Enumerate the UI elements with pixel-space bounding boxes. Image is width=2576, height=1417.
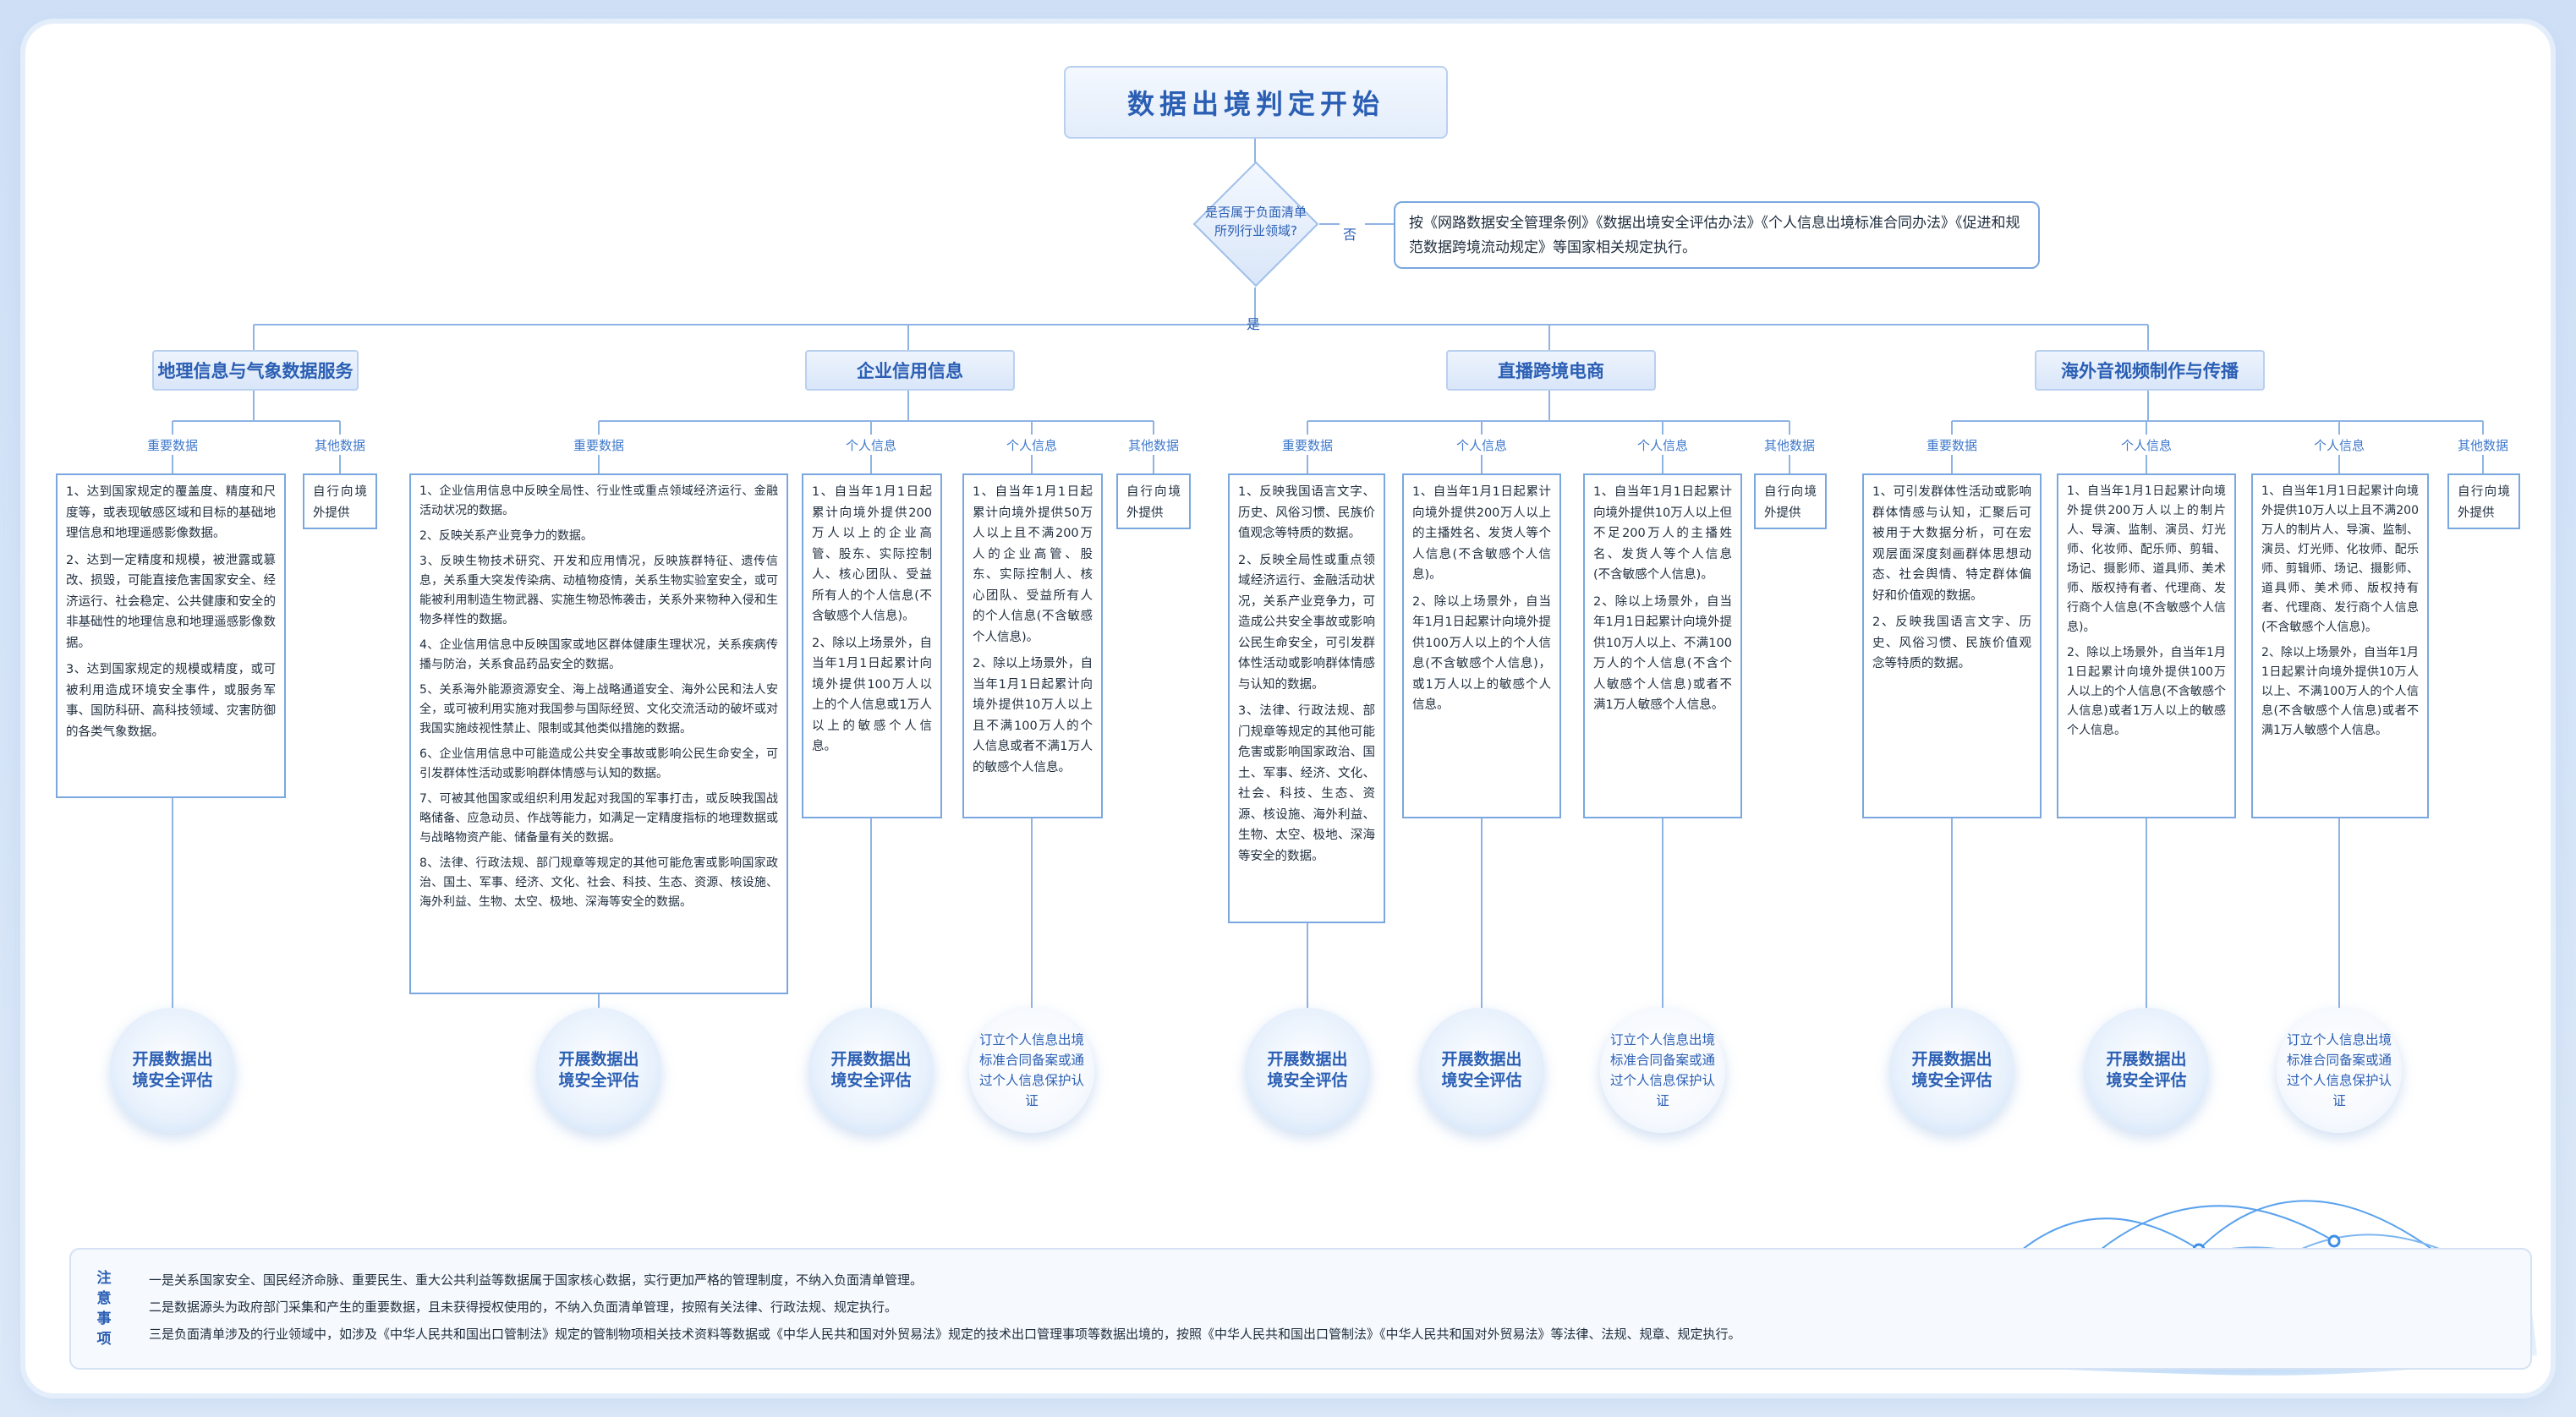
result-security-assessment: 开展数据出境安全评估	[1889, 1008, 2014, 1133]
result-standard-contract: 订立个人信息出境标准合同备案或通过个人信息保护认证	[2277, 1008, 2402, 1133]
rule-item: 3、法律、行政法规、部门规章等规定的其他可能危害或影响国家政治、国土、军事、经济…	[1238, 704, 1375, 863]
rule-item: 1、自当年1月1日起累计向境外提供10万人以上且不满200万人的制片人、导演、监…	[2261, 484, 2419, 634]
rule-item: 自行向境外提供	[1764, 485, 1817, 520]
rule-item: 2、除以上场景外，自当年1月1日起累计向境外提供10万人以上、不满100万人的个…	[1593, 594, 1732, 713]
decision-question: 是否属于负面清单所列行业领域?	[1205, 205, 1307, 238]
rule-box-credit-important: 1、企业信用信息中反映全局性、行业性或重点领域经济运行、金融活动状况的数据。 2…	[409, 473, 788, 994]
rule-box-av-personal-2: 1、自当年1月1日起累计向境外提供10万人以上且不满200万人的制片人、导演、监…	[2251, 473, 2429, 818]
type-label: 个人信息	[845, 438, 897, 453]
rule-item: 1、自当年1月1日起累计向境外提供50万人以上且不满200万人的企业高管、股东、…	[973, 485, 1093, 644]
decision-diamond	[1192, 161, 1319, 287]
rule-item: 1、自当年1月1日起累计向境外提供200万人以上的主播姓名、发货人等个人信息(不…	[1412, 485, 1551, 582]
rule-box-geo-important: 1、达到国家规定的覆盖度、精度和尺度等，或表现敏感区域和目标的基础地理信息和地理…	[56, 473, 286, 798]
start-title: 数据出境判定开始	[1064, 66, 1448, 139]
rule-item: 2、反映关系产业竞争力的数据。	[419, 529, 593, 543]
result-security-assessment: 开展数据出境安全评估	[1245, 1008, 1370, 1133]
rule-box-credit-personal-2: 1、自当年1月1日起累计向境外提供50万人以上且不满200万人的企业高管、股东、…	[962, 473, 1103, 818]
no-label: 否	[1343, 227, 1357, 243]
no-result-box: 按《网路数据安全管理条例》《数据出境安全评估办法》《个人信息出境标准合同办法》《…	[1394, 201, 2040, 269]
rule-item: 3、反映生物技术研究、开发和应用情况，反映族群特征、遗传信息，关系重大突发传染病…	[419, 555, 778, 626]
rule-item: 2、除以上场景外，自当年1月1日起累计向境外提供100万人以上的个人信息或1万人…	[812, 636, 932, 754]
category-live-ecommerce: 直播跨境电商	[1446, 350, 1656, 391]
rule-item: 自行向境外提供	[2458, 485, 2510, 520]
rule-item: 7、可被其他国家或组织利用发起对我国的军事打击，或反映我国战略储备、应急动员、作…	[419, 792, 778, 845]
type-label: 其他数据	[314, 438, 366, 453]
type-label: 重要数据	[1926, 438, 1978, 453]
rule-item: 自行向境外提供	[1126, 485, 1181, 520]
type-label: 重要数据	[573, 438, 625, 453]
rule-item: 2、除以上场景外，自当年1月1日起累计向境外提供10万人以上且不满100万人的个…	[973, 657, 1093, 774]
notes-title: 注意事项	[96, 1270, 112, 1348]
rule-item: 1、自当年1月1日起累计向境外提供200万人以上的制片人、导演、监制、演员、灯光…	[2067, 484, 2226, 634]
rule-item: 自行向境外提供	[313, 485, 367, 520]
rule-item: 2、除以上场景外，自当年1月1日起累计向境外提供10万人以上、不满100万人的个…	[2261, 646, 2419, 737]
rule-item: 1、反映我国语言文字、历史、风俗习惯、民族价值观念等特质的数据。	[1238, 485, 1375, 540]
rule-item: 1、可引发群体性活动或影响群体情感与认知，汇聚后可被用于大数据分析，可在宏观层面…	[1872, 485, 2031, 603]
rule-item: 1、自当年1月1日起累计向境外提供10万人以上但不足200万人的主播姓名、发货人…	[1593, 485, 1732, 582]
result-security-assessment: 开展数据出境安全评估	[110, 1008, 235, 1133]
note-item: 三是负面清单涉及的行业领域中，如涉及《中华人民共和国出口管制法》规定的管制物项相…	[149, 1327, 1741, 1342]
rule-box-av-personal-1: 1、自当年1月1日起累计向境外提供200万人以上的制片人、导演、监制、演员、灯光…	[2057, 473, 2236, 818]
note-item: 二是数据源头为政府部门采集和产生的重要数据，且未获得授权使用的，不纳入负面清单管…	[149, 1299, 898, 1315]
rule-item: 6、企业信用信息中可能造成公共安全事故或影响公民生命安全，可引发群体性活动或影响…	[419, 747, 778, 780]
type-label: 其他数据	[2457, 438, 2509, 453]
result-security-assessment: 开展数据出境安全评估	[2084, 1008, 2209, 1133]
rule-box-credit-personal-1: 1、自当年1月1日起累计向境外提供200万人以上的企业高管、股东、实际控制人、核…	[802, 473, 942, 818]
rule-item: 8、法律、行政法规、部门规章等规定的其他可能危害或影响国家政治、国土、军事、经济…	[419, 856, 778, 909]
rule-box-live-important: 1、反映我国语言文字、历史、风俗习惯、民族价值观念等特质的数据。 2、反映全局性…	[1228, 473, 1385, 923]
category-geo-weather: 地理信息与气象数据服务	[152, 350, 359, 391]
rule-item: 1、企业信用信息中反映全局性、行业性或重点领域经济运行、金融活动状况的数据。	[419, 484, 778, 517]
note-item: 一是关系国家安全、国民经济命脉、重要民生、重大公共利益等数据属于国家核心数据，实…	[149, 1272, 924, 1288]
rule-box-live-personal-1: 1、自当年1月1日起累计向境外提供200万人以上的主播姓名、发货人等个人信息(不…	[1402, 473, 1561, 818]
type-label: 其他数据	[1763, 438, 1816, 453]
type-label: 其他数据	[1127, 438, 1180, 453]
yes-label: 是	[1247, 316, 1261, 332]
type-label: 个人信息	[1455, 438, 1508, 453]
type-label: 重要数据	[1281, 438, 1334, 453]
result-security-assessment: 开展数据出境安全评估	[536, 1008, 661, 1133]
result-standard-contract: 订立个人信息出境标准合同备案或通过个人信息保护认证	[969, 1008, 1094, 1133]
type-label: 个人信息	[2120, 438, 2173, 453]
rule-item: 2、达到一定精度和规模，被泄露或篡改、损毁，可能直接危害国家安全、经济运行、社会…	[66, 553, 276, 650]
rule-box-credit-other: 自行向境外提供	[1116, 473, 1191, 529]
rule-box-live-personal-2: 1、自当年1月1日起累计向境外提供10万人以上但不足200万人的主播姓名、发货人…	[1583, 473, 1742, 818]
rule-item: 2、除以上场景外，自当年1月1日起累计向境外提供100万人以上的个人信息(不含敏…	[2067, 646, 2226, 737]
rule-item: 5、关系海外能源资源安全、海上战略通道安全、海外公民和法人安全，或可被利用实施对…	[419, 683, 778, 736]
rule-item: 3、达到国家规定的规模或精度，或可被利用造成环境安全事件，或服务军事、国防科研、…	[66, 663, 276, 739]
rule-box-av-important: 1、可引发群体性活动或影响群体情感与认知，汇聚后可被用于大数据分析，可在宏观层面…	[1862, 473, 2042, 818]
rule-box-geo-other: 自行向境外提供	[303, 473, 377, 529]
result-security-assessment: 开展数据出境安全评估	[1419, 1008, 1544, 1133]
type-label: 重要数据	[146, 438, 199, 453]
rule-item: 1、达到国家规定的覆盖度、精度和尺度等，或表现敏感区域和目标的基础地理信息和地理…	[66, 485, 276, 540]
type-label: 个人信息	[1006, 438, 1058, 453]
category-overseas-av: 海外音视频制作与传播	[2035, 350, 2265, 391]
rule-item: 2、除以上场景外，自当年1月1日起累计向境外提供100万人以上的个人信息(不含敏…	[1412, 594, 1551, 713]
notes-panel: 注意事项 一是关系国家安全、国民经济命脉、重要民生、重大公共利益等数据属于国家核…	[69, 1248, 2532, 1370]
rule-item: 2、反映全局性或重点领域经济运行、金融活动状况，关系产业竞争力，可造成公共安全事…	[1238, 553, 1375, 692]
type-label: 个人信息	[2313, 438, 2365, 453]
category-enterprise-credit: 企业信用信息	[805, 350, 1015, 391]
rule-item: 4、企业信用信息中反映国家或地区群体健康生理状况，关系疾病传播与防治，关系食品药…	[419, 638, 778, 671]
type-label: 个人信息	[1636, 438, 1689, 453]
notes-list: 一是关系国家安全、国民经济命脉、重要民生、重大公共利益等数据属于国家核心数据，实…	[149, 1267, 1925, 1348]
rule-box-av-other: 自行向境外提供	[2447, 473, 2520, 529]
rule-item: 1、自当年1月1日起累计向境外提供200万人以上的企业高管、股东、实际控制人、核…	[812, 485, 932, 623]
result-security-assessment: 开展数据出境安全评估	[808, 1008, 934, 1133]
rule-item: 2、反映我国语言文字、历史、风俗习惯、民族价值观念等特质的数据。	[1872, 615, 2031, 670]
result-standard-contract: 订立个人信息出境标准合同备案或通过个人信息保护认证	[1600, 1008, 1725, 1133]
rule-box-live-other: 自行向境外提供	[1754, 473, 1827, 529]
